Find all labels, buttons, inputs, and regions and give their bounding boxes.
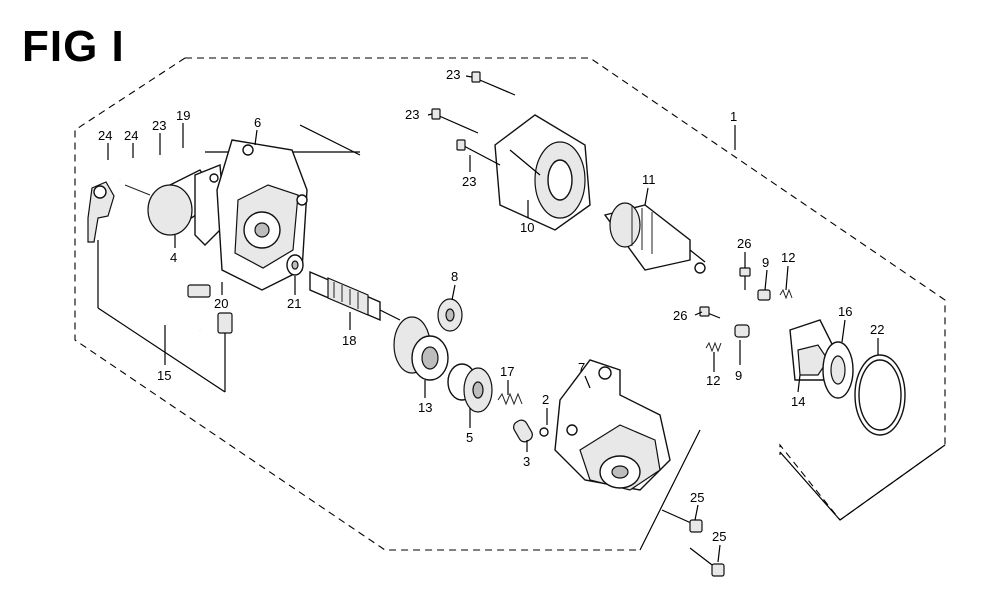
label-4: 4 (170, 250, 177, 265)
front-housing (554, 359, 671, 491)
retainer (539, 427, 549, 437)
label-23b: 23 (446, 67, 460, 82)
label-23d: 23 (462, 174, 476, 189)
wire-harness (87, 179, 233, 345)
label-15: 15 (157, 368, 171, 383)
label-16: 16 (838, 304, 852, 319)
label-17: 17 (500, 364, 514, 379)
steel-ball (513, 419, 533, 443)
screw-upper (739, 267, 751, 290)
callout-labels: 24 24 23 19 6 4 20 21 18 15 8 13 5 17 2 … (98, 67, 884, 544)
label-13: 13 (418, 400, 432, 415)
figure-title: FIG I (22, 22, 125, 71)
label-25b: 25 (712, 529, 726, 544)
label-26a: 26 (737, 236, 751, 251)
assembly-frame (74, 57, 946, 551)
label-21: 21 (287, 296, 301, 311)
label-1: 1 (730, 109, 737, 124)
ring-gear (393, 316, 449, 381)
label-23a: 23 (152, 118, 166, 133)
brush-lower (734, 324, 750, 338)
brush-spring-upper (779, 288, 793, 300)
brush-spring-lower (705, 341, 722, 353)
clutch-gear (447, 363, 493, 413)
label-12a: 12 (781, 250, 795, 265)
small-gear (437, 298, 463, 332)
label-24a: 24 (98, 128, 112, 143)
yoke-bolt-2 (431, 108, 479, 134)
label-10: 10 (520, 220, 534, 235)
brush-upper (757, 289, 771, 301)
housing-cover (216, 139, 308, 291)
leader-lines (107, 75, 879, 563)
yoke-assembly (494, 114, 591, 231)
yoke-bolt-3 (456, 139, 501, 166)
label-24b: 24 (124, 128, 138, 143)
through-bolt-upper (661, 509, 703, 533)
through-bolt-lower (689, 547, 725, 577)
label-3: 3 (523, 454, 530, 469)
label-8: 8 (451, 269, 458, 284)
spring (497, 392, 523, 406)
plate (822, 341, 854, 399)
label-12b: 12 (706, 373, 720, 388)
subassembly-bracket (97, 124, 361, 393)
label-25a: 25 (690, 490, 704, 505)
label-9b: 9 (735, 368, 742, 383)
label-26b: 26 (673, 308, 687, 323)
label-7: 7 (578, 360, 585, 375)
label-20: 20 (214, 296, 228, 311)
label-11: 11 (642, 172, 656, 187)
screw-lower (699, 306, 721, 319)
label-23c: 23 (405, 107, 419, 122)
label-6: 6 (254, 115, 261, 130)
solenoid (124, 163, 226, 246)
label-19: 19 (176, 108, 190, 123)
label-5: 5 (466, 430, 473, 445)
label-18: 18 (342, 333, 356, 348)
label-2: 2 (542, 392, 549, 407)
armature (603, 202, 706, 274)
label-9a: 9 (762, 255, 769, 270)
label-22: 22 (870, 322, 884, 337)
washer-hole (291, 260, 299, 270)
yoke-bolt-1 (471, 71, 516, 96)
label-14: 14 (791, 394, 805, 409)
o-ring (854, 354, 906, 436)
drive-shaft (309, 270, 401, 322)
